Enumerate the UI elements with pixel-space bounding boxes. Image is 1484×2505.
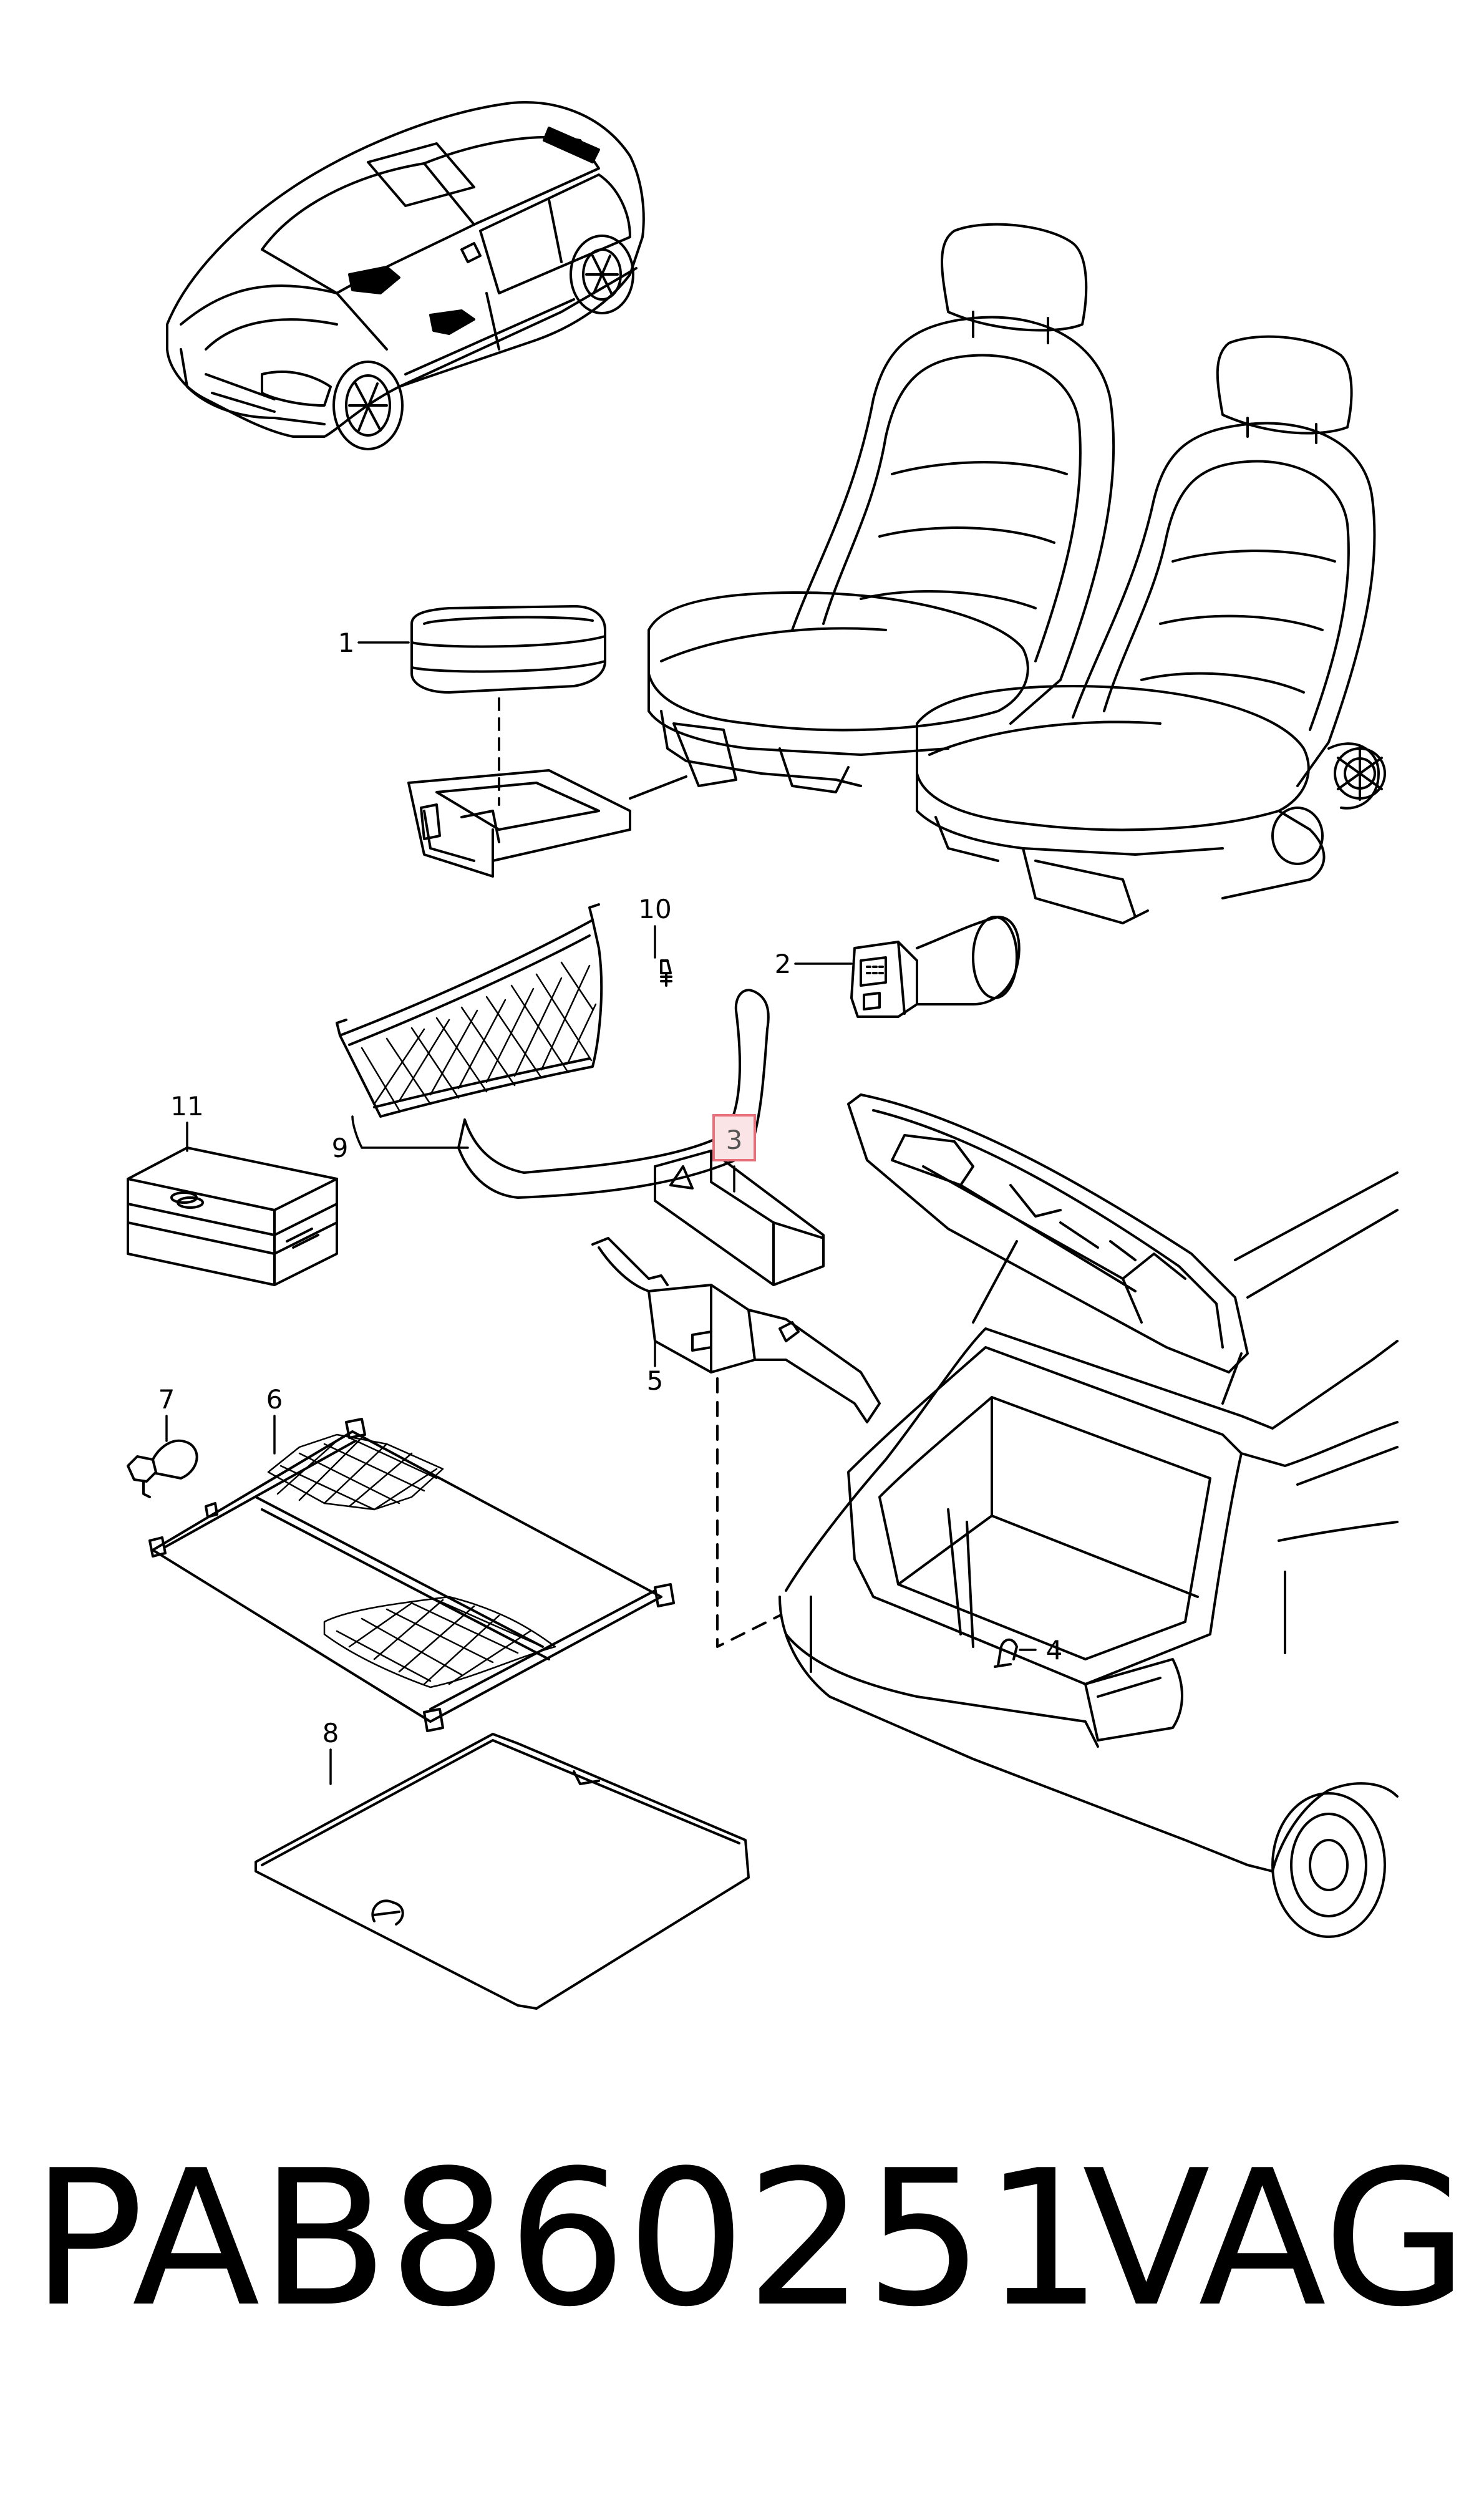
item-3-warning-triangle-illustration	[654, 1150, 825, 1286]
footer-banner: PAB860251 VAG	[0, 2096, 1484, 2383]
callout-2[interactable]: 2	[775, 949, 792, 979]
callout-3[interactable]: 3	[726, 1125, 743, 1155]
item-11-document-wallet-illustration	[127, 1146, 338, 1286]
callout-3-highlight	[712, 1114, 756, 1161]
item-1-storage-box-illustration	[407, 605, 687, 878]
item-5-tool-holder-illustration	[591, 1237, 881, 1423]
callout-7[interactable]: 7	[158, 1384, 175, 1415]
callout-leader-lines	[165, 641, 1037, 1785]
callout-9[interactable]: 9	[332, 1133, 349, 1163]
item-8-boot-mat-illustration	[255, 1733, 750, 2010]
callout-6[interactable]: 6	[266, 1384, 283, 1415]
callout-10[interactable]: 10	[638, 894, 671, 924]
item-9-luggage-net-illustration	[336, 903, 770, 1199]
item-6-cargo-net-frame-illustration	[148, 1418, 675, 1732]
brand-name: VAG	[1082, 2130, 1468, 2348]
item-2-power-socket-illustration	[850, 916, 1021, 1018]
callout-8[interactable]: 8	[323, 1718, 339, 1748]
callout-1[interactable]: 1	[338, 627, 355, 658]
front-seats-illustration	[647, 223, 1386, 924]
item-7-hook-illustration	[127, 1439, 198, 1498]
callout-4[interactable]: 4	[1046, 1635, 1063, 1665]
callout-11[interactable]: 11	[170, 1091, 203, 1122]
hatchback-rear-illustration	[778, 1093, 1399, 1938]
item-10-screw-illustration	[660, 959, 672, 987]
part-number: PAB860251	[31, 2130, 1103, 2348]
item-5-assembly-guide	[716, 1377, 781, 1648]
callout-5[interactable]: 5	[647, 1365, 664, 1396]
callout-labels: 1 2 3 4 5 6 7 8 9 10 11	[158, 627, 1063, 1748]
vehicle-overview-illustration	[166, 101, 645, 450]
